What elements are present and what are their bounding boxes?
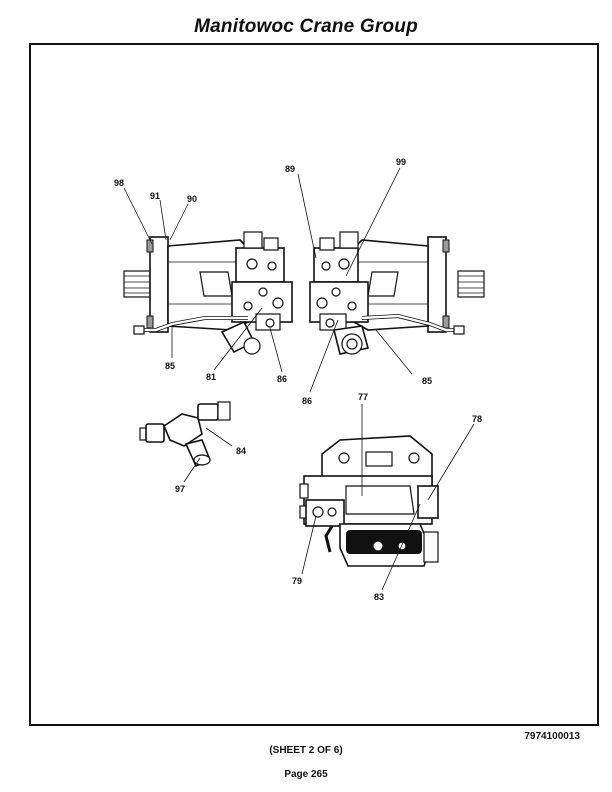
drawing-frame: [29, 43, 599, 726]
callout-89: 89: [285, 164, 295, 174]
callout-97: 97: [175, 484, 185, 494]
callout-85-left: 85: [165, 361, 175, 371]
leader-lines: [123, 167, 475, 591]
callout-84: 84: [236, 446, 246, 456]
callout-98: 98: [114, 178, 124, 188]
callout-99: 99: [396, 157, 406, 167]
callout-85-right: 85: [422, 376, 432, 386]
callout-77: 77: [358, 392, 368, 402]
callout-78: 78: [472, 414, 482, 424]
tee-fitting-assembly: [139, 401, 231, 468]
callout-83: 83: [374, 592, 384, 602]
callout-91: 91: [150, 191, 160, 201]
callout-90: 90: [187, 194, 197, 204]
right-hydraulic-motor: [309, 231, 485, 355]
sheet-label: (SHEET 2 OF 6): [269, 745, 343, 756]
callout-79: 79: [292, 576, 302, 586]
callout-86-right: 86: [302, 396, 312, 406]
left-hydraulic-motor: [123, 231, 293, 355]
valve-block-assembly: [299, 435, 439, 567]
page-number: Page 265: [284, 769, 328, 780]
document-number: 7974100013: [524, 731, 580, 742]
callout-81: 81: [206, 372, 216, 382]
callout-86-left: 86: [277, 374, 287, 384]
page-title: Manitowoc Crane Group: [194, 16, 418, 37]
